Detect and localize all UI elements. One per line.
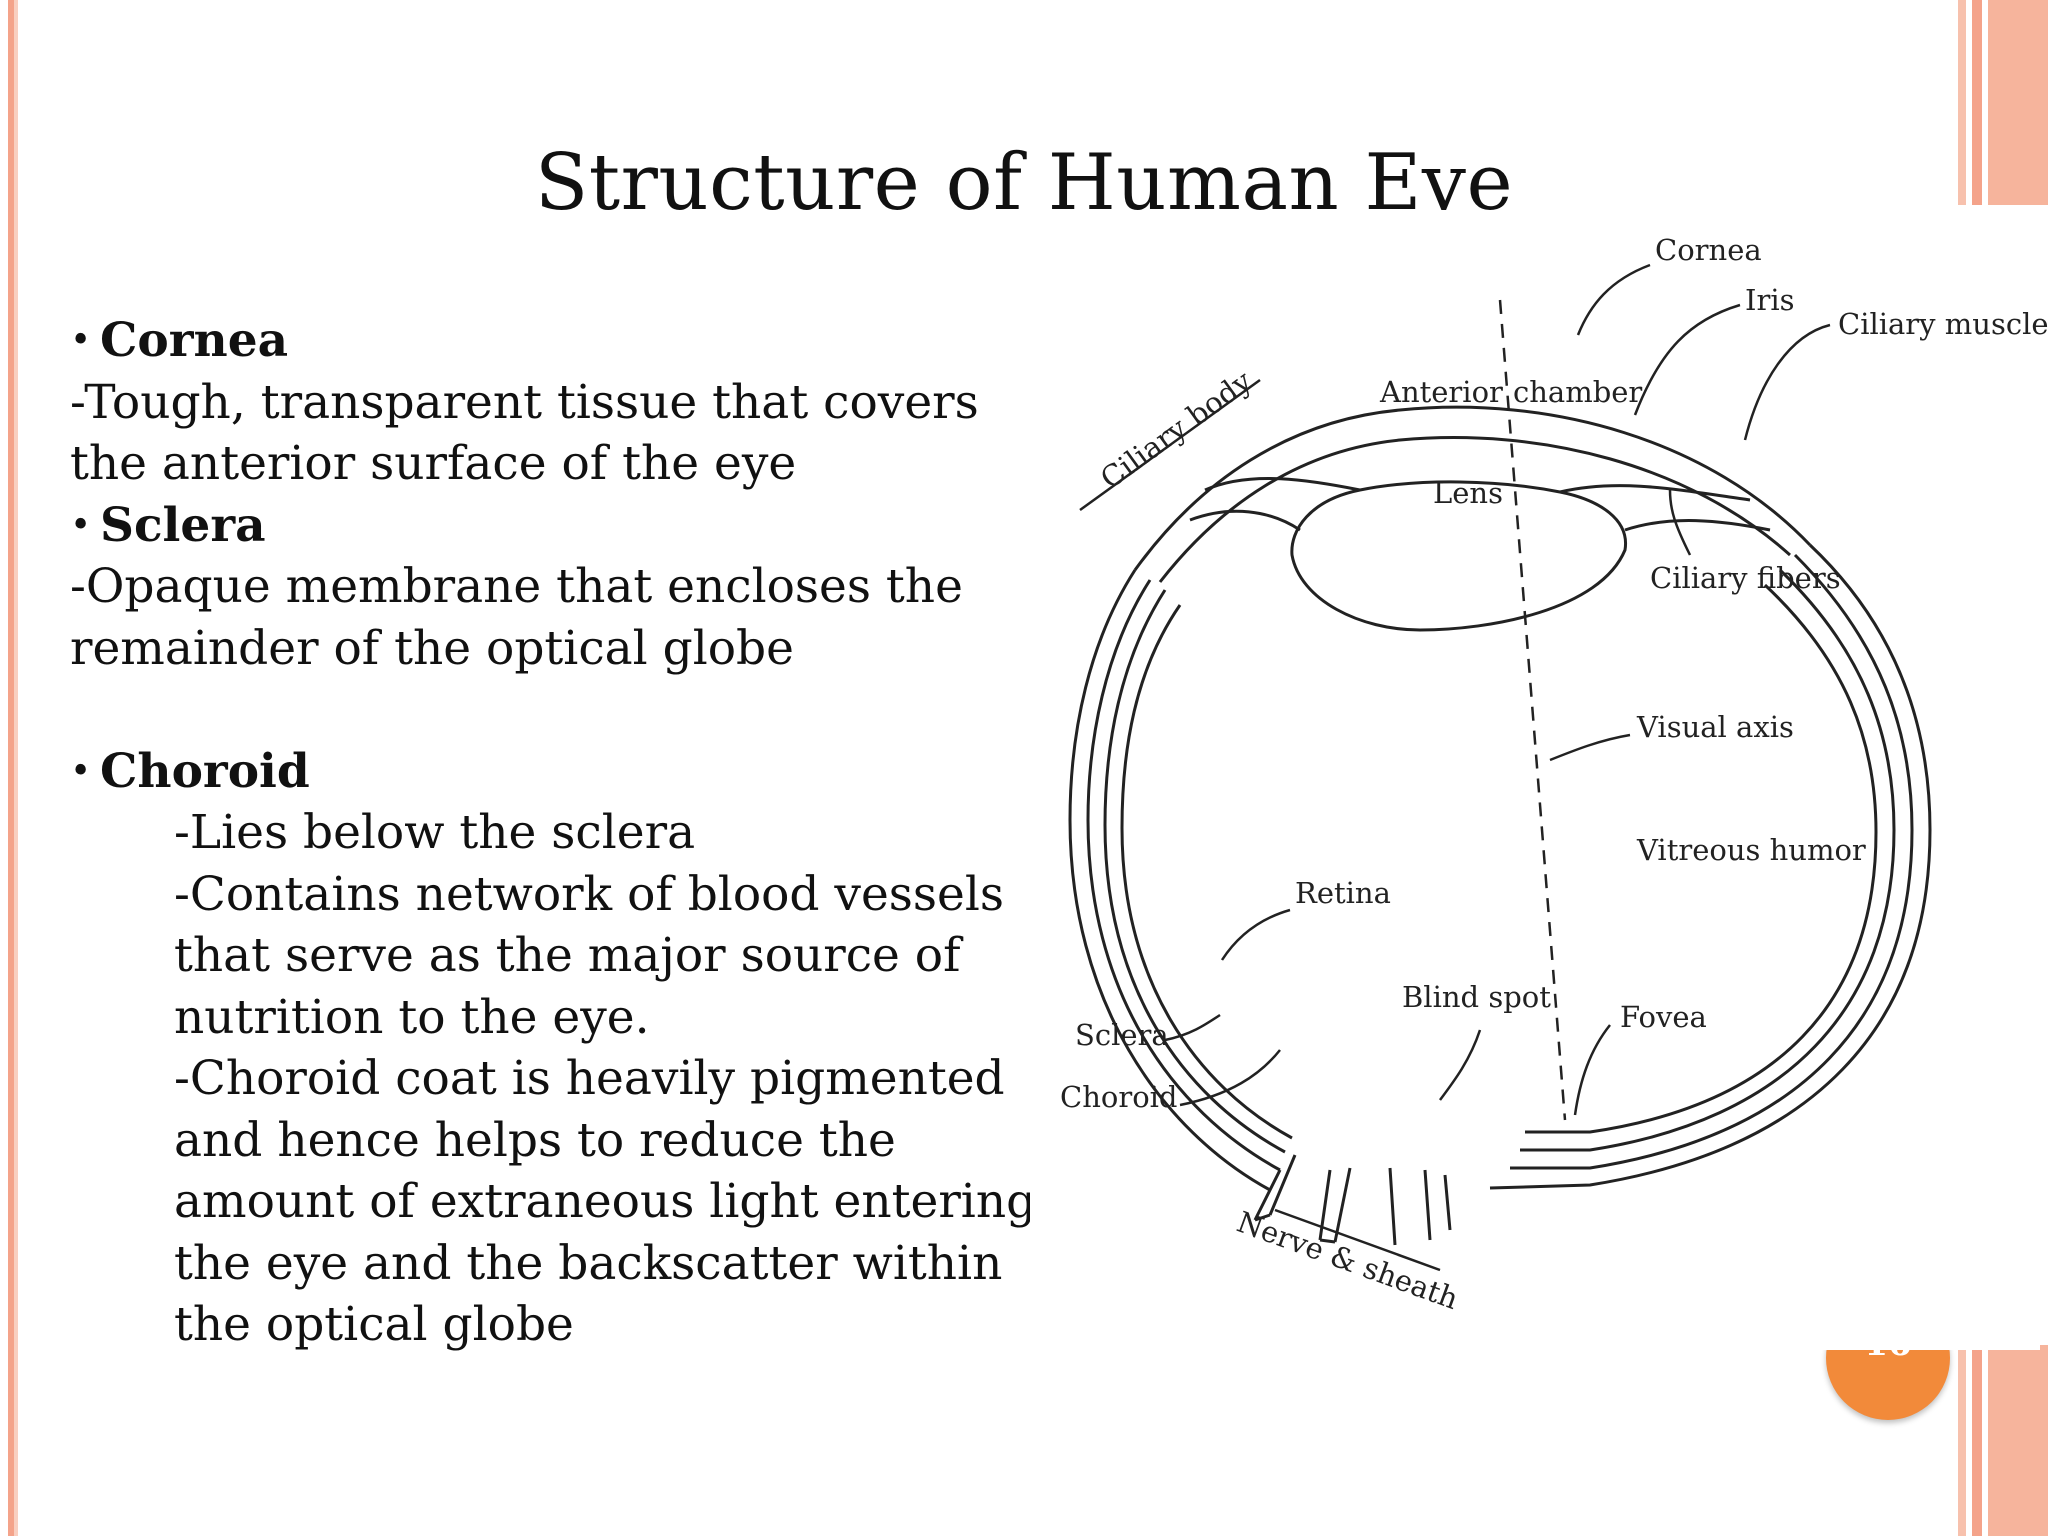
- right-accent-bottom: [1958, 1345, 2048, 1536]
- label-ciliary-fibers: Ciliary fibers: [1650, 561, 1841, 595]
- cornea-desc-2: the anterior surface of the eye: [70, 436, 797, 491]
- fovea-leader: [1573, 1024, 1611, 1116]
- body-text: •Cornea -Tough, transparent tissue that …: [70, 310, 1070, 1356]
- leader-lines: [1079, 263, 1831, 1272]
- label-retina: Retina: [1295, 876, 1391, 910]
- bullet-icon: •: [70, 504, 92, 546]
- ciliary-muscle-leader: [1743, 323, 1831, 441]
- eye-diagram-svg: Cornea Iris Ciliary muscle Ciliary body …: [1060, 233, 2048, 1316]
- eye-diagram: Cornea Iris Ciliary muscle Ciliary body …: [1030, 210, 2048, 1350]
- ciliary-body-dimension: [1079, 378, 1261, 512]
- sclera-inner: [1086, 579, 1281, 1172]
- eye-outline: [1068, 405, 1932, 1246]
- iris-right: [1559, 484, 1751, 502]
- bullet-icon: •: [70, 320, 92, 361]
- choroid-line-right: [1520, 568, 1896, 1152]
- bullet-icon: •: [70, 750, 92, 792]
- ciliary-left: [1189, 509, 1301, 532]
- sclera-inner-right: [1510, 553, 1914, 1170]
- label-ciliary-muscle: Ciliary muscle: [1838, 307, 2048, 341]
- left-accent-bar: [0, 0, 22, 1536]
- label-sclera: Sclera: [1075, 1018, 1169, 1052]
- ciliary-fibers-leader: [1668, 489, 1692, 556]
- choroid-desc-line: -Contains network of blood vessels: [174, 866, 1005, 922]
- right-accent-top: [1958, 0, 2048, 205]
- sclera-desc-1: -Opaque membrane that encloses the: [70, 559, 963, 614]
- choroid-desc-line: the eye and the backscatter within: [174, 1235, 1003, 1291]
- choroid-line: [1103, 589, 1286, 1154]
- visual-axis-line: [1498, 299, 1567, 1121]
- label-cornea: Cornea: [1655, 233, 1762, 267]
- sclera-outline-right: [1489, 543, 1932, 1190]
- choroid-desc-line: -Lies below the sclera: [174, 805, 696, 860]
- choroid-desc-line: and hence helps to reduce the: [174, 1112, 896, 1168]
- label-iris: Iris: [1745, 283, 1794, 317]
- sclera-outline: [1068, 569, 1271, 1192]
- choroid-leader: [1179, 1049, 1281, 1107]
- lens-outline: [1290, 480, 1628, 632]
- choroid-desc-line: the optical globe: [174, 1297, 574, 1352]
- blind-spot-leader: [1438, 1029, 1482, 1101]
- iris-leader: [1633, 303, 1741, 416]
- sclera-leader: [1164, 1013, 1221, 1042]
- nerve-dimension: [1274, 1208, 1441, 1272]
- choroid-desc-line: nutrition to the eye.: [174, 989, 650, 1045]
- cornea-leader: [1576, 263, 1651, 336]
- spacer: [70, 679, 1070, 741]
- retina-leader: [1220, 908, 1291, 961]
- label-blind-spot: Blind spot: [1402, 980, 1551, 1014]
- label-vitreous-humor: Vitreous humor: [1636, 833, 1866, 867]
- retina-line-right: [1525, 583, 1878, 1134]
- bullet-sclera: •Sclera: [70, 495, 1070, 557]
- label-chamber: chamber: [1513, 375, 1642, 409]
- bullet-cornea: •Cornea: [70, 310, 1070, 372]
- cornea-desc-1: -Tough, transparent tissue that covers: [70, 374, 979, 430]
- ciliary-right: [1624, 519, 1771, 532]
- retina-line: [1120, 604, 1293, 1140]
- label-fovea: Fovea: [1620, 1000, 1707, 1034]
- label-choroid: Choroid: [1060, 1080, 1178, 1114]
- label-ciliary-body: Ciliary body: [1094, 363, 1258, 495]
- choroid-desc-line: that serve as the major source of: [174, 928, 961, 983]
- label-lens: Lens: [1433, 476, 1503, 510]
- visual-axis-leader: [1549, 733, 1631, 762]
- choroid-desc-line: amount of extraneous light entering: [174, 1174, 1037, 1229]
- iris: [1204, 477, 1361, 492]
- choroid-desc-line: -Choroid coat is heavily pigmented: [174, 1051, 1005, 1106]
- sclera-desc-2: remainder of the optical globe: [70, 620, 794, 676]
- label-visual-axis: Visual axis: [1636, 710, 1794, 744]
- bullet-choroid: •Choroid: [70, 741, 1070, 803]
- label-anterior: Anterior: [1379, 375, 1503, 409]
- optic-nerve: [1253, 1154, 1452, 1246]
